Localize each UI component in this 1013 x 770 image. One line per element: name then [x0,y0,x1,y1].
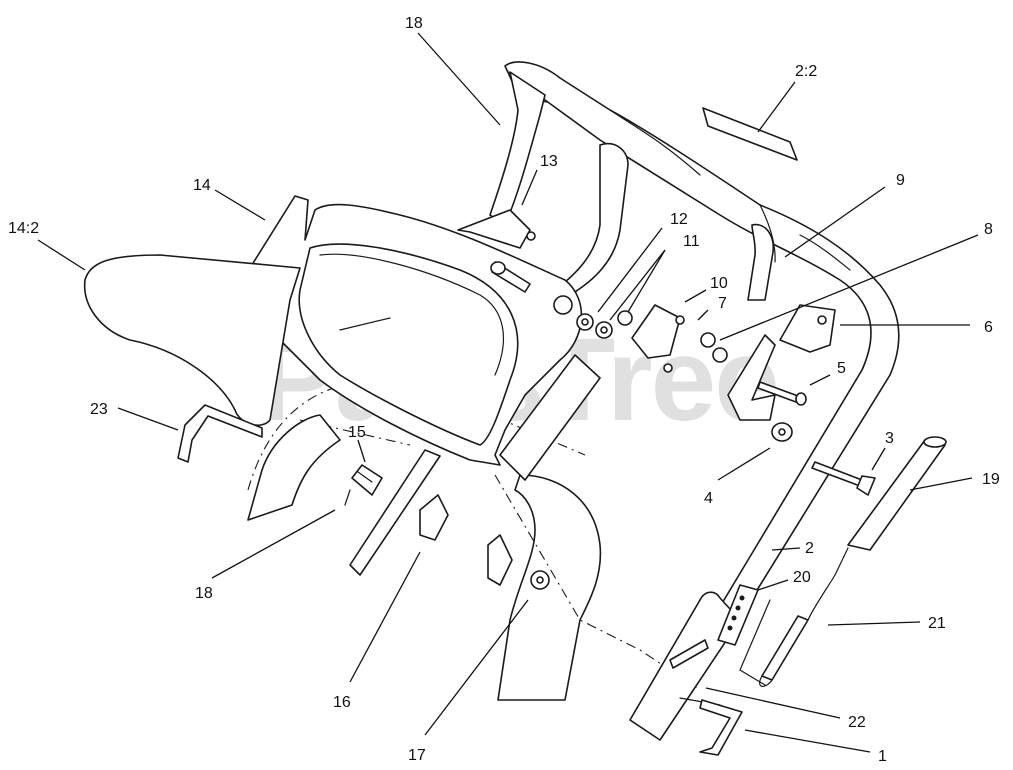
knob-part-4 [771,422,793,442]
callout-14: 14 [193,177,211,194]
callout-14-2: 14:2 [8,220,39,237]
callout-17: 17 [408,747,426,764]
knob-part-17 [487,534,550,590]
callout-9: 9 [896,172,905,189]
callout-18-top: 18 [405,15,423,32]
rod-part-23 [177,404,263,463]
callout-18-bottom: 18 [195,585,213,602]
handle-cover-part-14-2 [83,254,301,426]
bracket-part-10 [631,304,685,373]
washers-part-11-12 [553,295,633,339]
decal-2-2 [702,107,798,161]
lower-handle-part-2 [247,383,741,741]
callout-23: 23 [90,401,108,418]
callout-11: 11 [683,233,700,250]
grip-part-19 [834,436,947,576]
connector-part-15 [344,464,383,506]
bushing-part-7 [700,332,728,363]
shoulder-bolt-part-13 [490,231,536,293]
callout-5: 5 [837,360,846,377]
callout-21: 21 [928,615,946,632]
lever-part-16 [349,449,449,576]
callout-16: 16 [333,694,351,711]
callout-2: 2 [805,540,814,557]
callout-20: 20 [793,569,811,586]
upper-handle-part-9 [504,61,900,651]
callout-1: 1 [878,748,887,765]
callout-15: 15 [348,424,366,441]
callout-3: 3 [885,430,894,447]
bail-rod-part-18-top [457,71,546,249]
spring-part-21 [739,574,836,687]
callout-12: 12 [670,211,688,228]
block-part-6 [779,304,836,353]
callout-19: 19 [982,471,1000,488]
bracket-part-8 [727,334,776,421]
callout-13: 13 [540,153,558,170]
callout-22: 22 [848,714,866,731]
callout-labels: 18 2:2 13 14 14:2 9 8 12 11 10 7 6 5 23 … [8,15,1000,765]
callout-2-2: 2:2 [795,63,817,80]
bolt-part-5 [757,381,807,406]
callout-8: 8 [984,221,993,238]
callout-7: 7 [718,295,727,312]
callout-10: 10 [710,275,728,292]
bolt-part-3 [811,461,876,496]
latch-part-1 [699,699,743,756]
leader-lines [37,32,979,753]
callout-6: 6 [984,319,993,336]
callout-4: 4 [704,490,713,507]
